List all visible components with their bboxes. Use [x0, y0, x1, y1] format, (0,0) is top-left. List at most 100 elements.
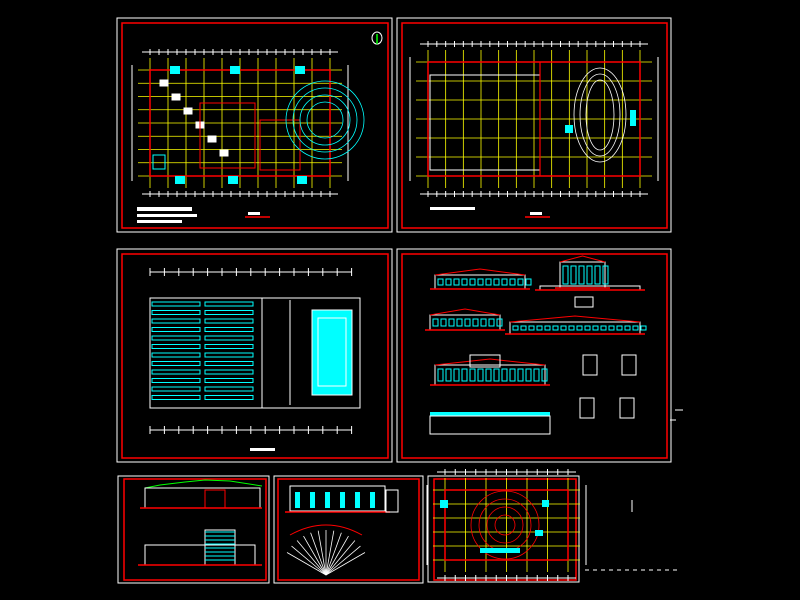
- north-arrow-icon: [371, 31, 383, 45]
- drawing-rect: [204, 395, 254, 400]
- drawing-rect: [509, 368, 516, 382]
- drawing-rect: [562, 265, 569, 285]
- drawing-rect: [152, 154, 166, 170]
- drawing-rect: [488, 318, 495, 327]
- drawing-line: [325, 545, 361, 576]
- sheet-elevations[interactable]: [396, 248, 672, 463]
- sheet-first-floor-plan[interactable]: [116, 17, 393, 233]
- drawing-rect: [570, 265, 577, 285]
- arc-line: [285, 80, 365, 160]
- drawing-rect: [230, 66, 240, 74]
- partial-plan-linework: [426, 469, 587, 581]
- drawing-rect: [512, 325, 519, 331]
- drawing-rect: [204, 335, 254, 341]
- drawing-rect: [204, 318, 254, 324]
- drawing-line: [296, 540, 327, 576]
- drawing-rect: [151, 395, 201, 400]
- drawing-rect: [461, 368, 468, 382]
- drawing-rect: [461, 278, 468, 286]
- drawing-rect: [204, 352, 254, 358]
- roof-line: [434, 268, 526, 276]
- drawing-rect: [536, 325, 543, 331]
- drawing-rect: [616, 325, 623, 331]
- drawing-rect: [582, 354, 598, 376]
- drawing-rect: [565, 125, 573, 133]
- drawing-line: [310, 532, 327, 576]
- title-border: [121, 22, 389, 229]
- drawing-rect: [204, 301, 254, 307]
- drawing-rect: [440, 318, 447, 327]
- drawing-rect: [199, 102, 256, 169]
- sheet-details[interactable]: [273, 475, 424, 584]
- drawing-rect: [592, 325, 599, 331]
- drawing-rect: [204, 344, 254, 349]
- drawing-rect: [170, 66, 180, 74]
- drawing-rect: [144, 544, 256, 566]
- drawing-rect: [445, 278, 452, 286]
- drawing-rect: [137, 207, 192, 211]
- drawing-rect: [427, 61, 641, 177]
- drawing-rect: [453, 368, 460, 382]
- roof-line: [434, 358, 546, 366]
- sheet-roof-plan[interactable]: [116, 248, 393, 463]
- drawing-rect: [552, 325, 559, 331]
- drawing-rect: [207, 135, 217, 143]
- drawing-rect: [151, 335, 201, 341]
- drawing-rect: [317, 317, 347, 387]
- sheet-second-floor-plan[interactable]: [396, 17, 672, 233]
- drawing-rect: [151, 344, 201, 349]
- drawing-rect: [632, 325, 639, 331]
- drawing-rect: [159, 79, 169, 87]
- drawing-rect: [520, 325, 527, 331]
- drawing-rect: [385, 489, 399, 513]
- drawing-rect: [204, 386, 254, 392]
- drawing-rect: [535, 530, 543, 536]
- drawing-rect: [517, 368, 524, 382]
- drawing-rect: [204, 327, 254, 332]
- drawing-rect: [560, 325, 567, 331]
- drawing-rect: [493, 368, 500, 382]
- drawing-rect: [204, 378, 254, 383]
- drawing-rect: [204, 369, 254, 375]
- arc-line: [299, 94, 351, 146]
- drawing-line: [291, 545, 327, 576]
- sheet-frame: [396, 248, 672, 463]
- sheet-partial-plan[interactable]: [426, 469, 587, 583]
- title-border: [433, 478, 577, 581]
- drawing-line: [325, 540, 356, 576]
- drawing-rect: [640, 325, 647, 331]
- drawing-rect: [295, 492, 300, 508]
- drawing-rect: [469, 278, 476, 286]
- sheet-sections[interactable]: [117, 475, 270, 584]
- drawing-rect: [579, 397, 595, 419]
- drawing-rect: [149, 297, 361, 409]
- arc-line: [470, 490, 540, 560]
- drawing-rect: [437, 278, 444, 286]
- drawing-rect: [437, 368, 444, 382]
- arc-line: [494, 514, 516, 536]
- drawing-rect: [477, 368, 484, 382]
- drawing-line: [286, 552, 327, 576]
- arc-line: [585, 79, 615, 151]
- drawing-rect: [228, 176, 238, 184]
- drawing-rect: [295, 66, 305, 74]
- drawing-rect: [444, 489, 569, 561]
- drawing-rect: [248, 212, 260, 215]
- drawing-rect: [485, 368, 492, 382]
- drawing-rect: [430, 207, 475, 210]
- drawing-rect: [541, 368, 548, 382]
- sheet-frame: [117, 475, 270, 584]
- drawing-rect: [602, 265, 609, 285]
- drawing-rect: [219, 149, 229, 157]
- drawing-rect: [370, 492, 375, 508]
- drawing-rect: [542, 500, 549, 507]
- title-border: [401, 22, 668, 229]
- sheet-frame: [116, 17, 393, 233]
- drawing-line: [325, 532, 342, 576]
- drawing-rect: [340, 492, 345, 508]
- drawing-rect: [448, 318, 455, 327]
- drawing-rect: [578, 265, 585, 285]
- title-border: [121, 253, 389, 459]
- drawing-line: [317, 530, 327, 576]
